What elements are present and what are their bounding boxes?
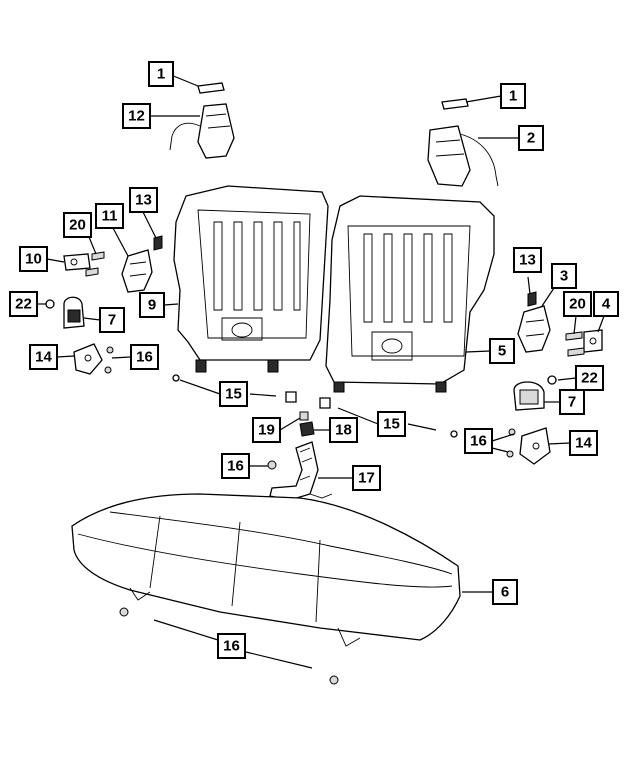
part-14-cover-right	[519, 427, 551, 465]
svg-text:18: 18	[335, 422, 352, 439]
callout-18: 18	[329, 417, 358, 443]
callout-6: 6	[492, 579, 518, 605]
part-18-clip	[299, 421, 315, 437]
svg-text:15: 15	[383, 416, 400, 433]
svg-text:20: 20	[69, 217, 86, 234]
part-19-pin	[299, 411, 309, 421]
callout-3: 3	[551, 263, 577, 289]
callout-10: 10	[19, 246, 48, 272]
svg-text:11: 11	[102, 208, 118, 225]
svg-text:1: 1	[509, 88, 517, 105]
part-22-nut-right	[547, 375, 557, 385]
part-12-latch-housing	[169, 103, 235, 159]
part-16-screws-left	[104, 346, 114, 374]
svg-text:2: 2	[527, 130, 535, 147]
svg-text:1: 1	[157, 66, 165, 83]
svg-text:13: 13	[519, 252, 536, 269]
part-10-bracket	[63, 253, 91, 271]
leader-lines	[37, 74, 605, 669]
callout-20: 20	[563, 291, 592, 317]
callout-14: 14	[569, 430, 598, 456]
svg-text:13: 13	[135, 192, 152, 209]
svg-text:15: 15	[225, 386, 242, 403]
callout-22: 22	[9, 291, 38, 317]
callout-11: 11	[95, 203, 124, 229]
svg-text:16: 16	[470, 433, 487, 450]
part-3-recliner-right	[517, 305, 551, 353]
part-16-screw-center	[267, 460, 277, 470]
callout-14: 14	[29, 344, 58, 370]
svg-text:7: 7	[568, 394, 576, 411]
callout-2: 2	[518, 125, 544, 151]
callout-17: 17	[352, 465, 381, 491]
part-20-bolts-right	[565, 331, 585, 357]
svg-text:3: 3	[560, 268, 568, 285]
svg-text:12: 12	[128, 108, 145, 125]
part-1-cap-left	[197, 82, 225, 94]
part-7-striker-right	[513, 381, 545, 411]
svg-text:9: 9	[148, 297, 156, 314]
part-11-recliner-left	[121, 249, 153, 293]
svg-text:14: 14	[575, 435, 592, 452]
svg-text:7: 7	[108, 312, 116, 329]
callout-15: 15	[219, 381, 248, 407]
part-14-cover-left	[73, 343, 103, 375]
callout-13: 13	[513, 247, 542, 273]
svg-text:6: 6	[501, 584, 509, 601]
part-1-cap-right	[441, 98, 469, 110]
svg-text:10: 10	[25, 251, 42, 268]
svg-text:16: 16	[136, 349, 153, 366]
callout-16: 16	[221, 453, 250, 479]
part-5-right-seatback	[325, 195, 495, 393]
callout-12: 12	[122, 103, 151, 129]
callout-20: 20	[63, 212, 92, 238]
part-13-clip-left	[153, 235, 163, 251]
callout-5: 5	[489, 338, 515, 364]
part-20-bolts-left	[85, 251, 105, 277]
svg-text:4: 4	[602, 296, 611, 313]
svg-text:22: 22	[581, 370, 598, 387]
part-22-nut-left	[45, 299, 55, 309]
callout-16: 16	[217, 633, 246, 659]
callout-9: 9	[139, 292, 165, 318]
part-6-seat-cushion	[71, 493, 461, 647]
callout-15: 15	[377, 411, 406, 437]
callout-7: 7	[559, 389, 585, 415]
svg-text:19: 19	[258, 422, 275, 439]
callout-1: 1	[148, 61, 174, 87]
svg-text:20: 20	[569, 296, 586, 313]
part-17-center-bracket	[269, 441, 333, 501]
svg-text:14: 14	[35, 349, 52, 366]
callout-4: 4	[593, 291, 619, 317]
part-16-screws-right	[506, 428, 516, 458]
callout-19: 19	[252, 417, 281, 443]
part-7-striker-left	[63, 296, 85, 329]
part-16-screws-bottom	[119, 607, 339, 685]
callout-7: 7	[99, 307, 125, 333]
callout-13: 13	[129, 187, 158, 213]
svg-text:17: 17	[358, 470, 375, 487]
callout-16: 16	[464, 428, 493, 454]
part-2-latch-housing	[427, 125, 499, 187]
svg-text:16: 16	[223, 638, 240, 655]
svg-text:22: 22	[15, 296, 32, 313]
svg-text:5: 5	[498, 343, 506, 360]
callout-22: 22	[575, 365, 604, 391]
callout-16: 16	[130, 344, 159, 370]
callout-1: 1	[500, 83, 526, 109]
part-13-clip-right	[527, 291, 537, 307]
part-9-left-seatback	[173, 185, 329, 373]
part-4-bracket	[583, 329, 603, 353]
part-15-bushings	[172, 374, 458, 438]
svg-text:16: 16	[227, 458, 244, 475]
